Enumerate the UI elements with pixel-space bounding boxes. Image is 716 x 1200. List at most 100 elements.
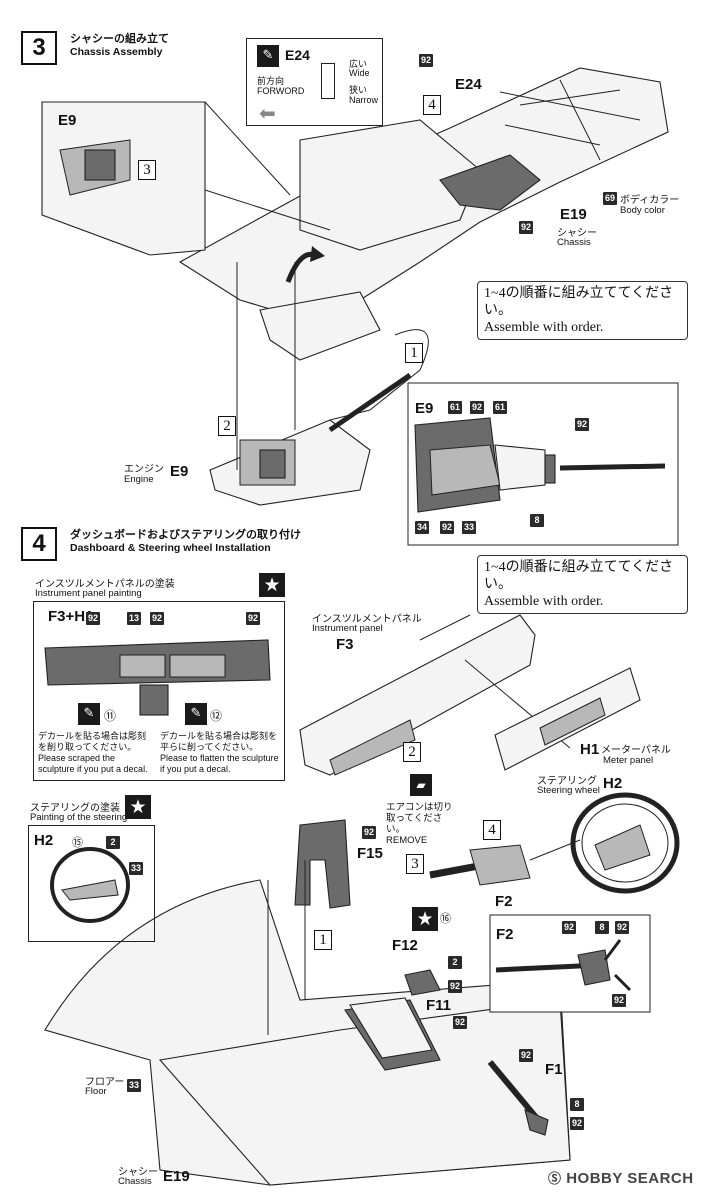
panel-painting-drawing [44, 639, 271, 716]
part-badge-92-n: 92 [612, 994, 626, 1007]
engine-en: Engine [124, 474, 154, 485]
mark-15: ⑮ [72, 836, 83, 849]
mark-11: ⑪ [104, 709, 117, 723]
step-num-3: 3 [138, 160, 156, 180]
step-3-order-note: 1~4の順番に組み立ててください。 Assemble with order. [477, 281, 688, 340]
label-f2-box: F2 [496, 926, 514, 943]
e24-box-code: E24 [285, 47, 310, 63]
steering-code: H2 [34, 832, 54, 849]
steering-painting-drawing [50, 847, 130, 923]
part-badge-92-b: 92 [519, 221, 533, 234]
part-badge-34: 34 [415, 521, 429, 534]
order-note-jp: 1~4の順番に組み立ててください。 [484, 560, 674, 592]
chassis-jp-2: シャシー [118, 1167, 158, 1178]
part-badge-92-h: 92 [246, 612, 260, 625]
part-badge-8-b: 8 [595, 921, 609, 934]
label-h1: H1 [580, 741, 600, 758]
chassis-en: Chassis [557, 237, 591, 248]
paint-brush-icon: ✎ [257, 45, 279, 67]
chassis-frame-drawing [178, 67, 669, 421]
part-badge-92-c: 92 [470, 401, 484, 414]
watermark-logo-icon: Ⓢ [548, 1171, 562, 1186]
part-badge-8: 8 [530, 514, 544, 527]
part-badge-92-g: 92 [150, 612, 164, 625]
label-f3: F3 [336, 636, 354, 653]
meter-panel-drawing [494, 667, 641, 771]
step-4-title-en: Dashboard & Steering wheel Installation [70, 542, 271, 554]
label-f15: F15 [357, 845, 383, 862]
panel-painting-title-jp: インスツルメントパネルの塗装 [35, 579, 175, 590]
chassis-en-2: Chassis [118, 1176, 152, 1187]
mark-16: ⑯ [440, 912, 451, 925]
part-badge-13: 13 [127, 612, 141, 625]
star-icon: ★ [259, 573, 285, 597]
label-e9-top: E9 [58, 112, 77, 129]
order-note-en: Assemble with order. [484, 594, 604, 609]
step4-num-2: 2 [403, 742, 421, 762]
wide-label-en: Wide [349, 68, 370, 78]
panel-code: F3+H1 [48, 608, 94, 625]
aircon-en: REMOVE [386, 835, 428, 846]
floor-drawing [44, 860, 571, 1186]
label-f11: F11 [426, 997, 452, 1014]
step-num-2: 2 [218, 416, 236, 436]
floor-en: Floor [85, 1086, 107, 1097]
note-11-en: Please scraped the sculpture if you put … [38, 753, 148, 774]
chassis-jp: シャシー [557, 228, 597, 239]
panel-painting-title-en: Instrument panel painting [35, 588, 142, 599]
part-badge-92-e: 92 [440, 521, 454, 534]
step-3-title-en: Chassis Assembly [70, 46, 163, 58]
aircon-note: エアコンは切り取ってください。 REMOVE [386, 802, 456, 846]
label-f2: F2 [495, 893, 513, 910]
step-3-number: 3 [21, 31, 57, 65]
step-4-title-jp: ダッシュボードおよびステアリングの取り付け [70, 528, 301, 541]
e24-part-outline [321, 63, 335, 99]
label-e19-floor: E19 [163, 1168, 190, 1185]
part-badge-33: 33 [462, 521, 476, 534]
part-badge-2-b: 2 [448, 956, 462, 969]
h2-en: Steering wheel [537, 785, 600, 796]
forward-label-jp: 前方向 [257, 77, 285, 87]
narrow-label-jp: 狭い [349, 86, 368, 96]
part-badge-69: 69 [603, 192, 617, 205]
body-color-jp: ボディカラー [620, 195, 680, 206]
forward-label-en: FORWORD [257, 86, 305, 96]
cut-icon: ▰ [410, 774, 432, 796]
label-f12: F12 [392, 937, 418, 954]
f3-en: Instrument panel [312, 623, 383, 634]
part-badge-61-a: 61 [448, 401, 462, 414]
step4-num-3: 3 [406, 854, 424, 874]
narrow-label-en: Narrow [349, 95, 379, 105]
engine-jp: エンジン [124, 464, 164, 475]
label-e9-detail: E9 [415, 400, 434, 417]
aircon-jp: エアコンは切り取ってください。 [386, 802, 453, 835]
panel-painting-box [33, 601, 285, 781]
part-badge-33-c: 33 [127, 1079, 141, 1092]
floor-jp: フロアー [85, 1077, 125, 1088]
mark-12: ⑫ [210, 709, 223, 723]
note-12: デカールを貼る場合は彫刻を平らに削ってください。 Please to flatt… [160, 731, 280, 775]
label-e19: E19 [560, 206, 587, 223]
wide-label-jp: 広い [349, 60, 368, 70]
step-4-order-note: 1~4の順番に組み立ててください。 Assemble with order. [477, 555, 688, 614]
steering-painting-title-en: Painting of the steering [30, 812, 128, 823]
part-badge-92-f: 92 [86, 612, 100, 625]
pedal-drawing [294, 819, 351, 909]
order-note-en: Assemble with order. [484, 320, 604, 335]
steering-wheel-drawing [570, 792, 680, 894]
engine-drawing [209, 262, 412, 506]
forward-arrow-icon: ⬅ [259, 101, 276, 125]
note-12-jp: デカールを貼る場合は彫刻を平らに削ってください。 [160, 731, 278, 752]
h1-jp: メーターパネル [601, 745, 671, 756]
step-3-title-jp: シャシーの組み立て [70, 32, 169, 45]
knife-icon: ✎ [78, 703, 100, 725]
part-badge-92-j: 92 [448, 980, 462, 993]
e9-detail-drawing [41, 101, 331, 256]
star-icon-2: ★ [125, 795, 151, 819]
steering-painting-box [28, 825, 155, 942]
part-badge-92-p: 92 [570, 1117, 584, 1130]
part-badge-33-b: 33 [129, 862, 143, 875]
note-11-jp: デカールを貼る場合は彫刻を削り取ってください。 [38, 731, 147, 752]
note-11: デカールを貼る場合は彫刻を削り取ってください。 Please scraped t… [38, 731, 153, 775]
